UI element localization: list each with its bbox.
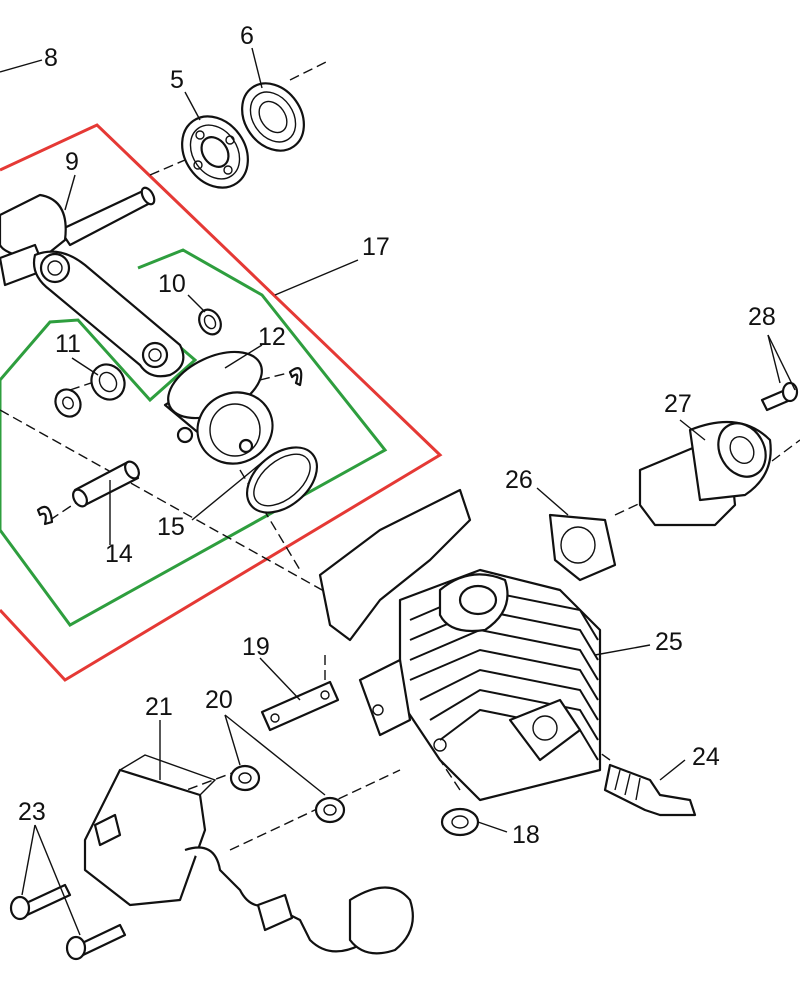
circlip — [288, 367, 303, 387]
crankshaft-9 — [0, 186, 185, 378]
callout-12: 12 — [258, 323, 286, 351]
gasket-26 — [548, 513, 617, 582]
callout-25: 25 — [655, 628, 683, 656]
callout-18: 18 — [512, 821, 540, 849]
needle-cage-11 — [54, 363, 126, 418]
callout-19: 19 — [242, 633, 270, 661]
callout-10: 10 — [158, 270, 186, 298]
piston-pin-14 — [72, 460, 140, 508]
spark-plug-24 — [603, 763, 697, 817]
washer-20b — [314, 796, 346, 824]
seal-6 — [241, 82, 305, 152]
callout-11: 11 — [55, 330, 81, 358]
ring-10 — [198, 308, 222, 336]
callout-15: 15 — [157, 513, 185, 541]
circlip — [36, 505, 54, 526]
piston-ring-15 — [245, 446, 319, 514]
cylinder-25 — [318, 488, 602, 802]
callout-26: 26 — [505, 466, 533, 494]
plate-19 — [260, 680, 340, 732]
ignition-module-21 — [83, 754, 414, 955]
callout-27: 27 — [664, 390, 692, 418]
callout-21: 21 — [145, 693, 173, 721]
callout-9: 9 — [65, 148, 79, 176]
callout-23: 23 — [18, 798, 46, 826]
bearing-5 — [181, 115, 249, 189]
intake-27 — [638, 420, 772, 527]
washer-20a — [229, 764, 261, 792]
callout-28: 28 — [748, 303, 776, 331]
callout-5: 5 — [170, 66, 184, 94]
callout-8: 8 — [44, 44, 58, 72]
green-group-outline — [0, 248, 388, 627]
leader-lines — [21, 47, 796, 936]
callout-20: 20 — [205, 686, 233, 714]
callout-17: 17 — [362, 233, 390, 261]
piston-12 — [163, 350, 274, 465]
screw-23b — [65, 923, 127, 961]
screw-23a — [9, 883, 72, 921]
nut-18 — [440, 807, 480, 837]
leader-8 — [0, 59, 43, 73]
callout-24: 24 — [692, 743, 720, 771]
callout-14: 14 — [105, 540, 133, 568]
callout-6: 6 — [240, 22, 254, 50]
bolt-28 — [760, 381, 799, 412]
red-group-outline — [0, 123, 443, 682]
